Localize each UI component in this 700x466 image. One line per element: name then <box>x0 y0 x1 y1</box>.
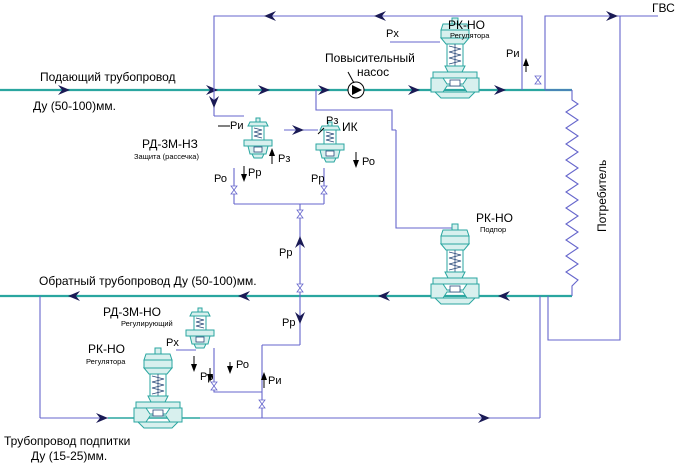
makeup-du-label: Ду (15-25)мм. <box>31 449 107 463</box>
rd-3m-nz-label: РД-3М-НЗ <box>142 137 198 151</box>
booster-pump <box>347 71 365 99</box>
supply-pipeline <box>0 85 572 95</box>
rk-no-mid-label: РК-НО <box>476 211 513 225</box>
rk-no-bottom-label: РК-НО <box>88 342 125 356</box>
px-top-label: Рх <box>386 28 399 40</box>
rd-3m-no-valve <box>185 307 215 349</box>
consumer-loop <box>544 11 658 341</box>
po-bot-label: Ро <box>236 359 249 371</box>
pz-rd-label: Рз <box>278 153 290 165</box>
return-pipeline <box>0 291 572 301</box>
rd-3m-nz-valve <box>243 117 273 159</box>
rk-no-top-sub-label: Регулятора <box>450 31 490 40</box>
pr-rd-label: Рр <box>248 167 261 179</box>
po-rd-label: Ро <box>214 173 227 185</box>
ik-label: ИК <box>342 120 358 134</box>
po-ik-label: Ро <box>362 156 375 168</box>
pi-bot-label: Ри <box>268 375 281 387</box>
ik-valve <box>315 121 345 163</box>
supply-pipe-label: Подающий трубопровод <box>40 70 176 84</box>
rd-3m-nz-sub-label: Защита (рассечка) <box>134 152 199 161</box>
rk-no-bottom-valve <box>133 347 183 429</box>
gvs-label: ГВС <box>652 1 675 15</box>
booster-pump-label-2: насос <box>357 65 389 79</box>
rk-no-top-label: РК-НО <box>448 18 485 32</box>
labels: ГВС Подающий трубопровод Ду (50-100)мм. … <box>4 1 675 463</box>
makeup-pipe-label: Трубопровод подпитки <box>4 434 130 448</box>
pr-mid1-label: Рр <box>279 247 292 259</box>
px-bot-label: Рх <box>166 337 179 349</box>
booster-pump-label-1: Повысительный <box>325 51 415 65</box>
pressure-indicators <box>191 58 529 388</box>
pr-ik-label: Рр <box>311 173 324 185</box>
rk-no-mid-sub-label: Подпор <box>480 225 506 234</box>
rk-no-mid-valve <box>430 223 480 305</box>
supply-du-label: Ду (50-100)мм. <box>33 99 116 113</box>
rd-3m-no-label: РД-3М-НО <box>103 305 161 319</box>
pi-top-label: Ри <box>506 48 519 60</box>
rd-3m-no-sub-label: Регулирующий <box>121 319 173 328</box>
pr-mid2-label: Рр <box>282 317 295 329</box>
consumer-label: Потребитель <box>595 160 609 232</box>
pi-rd-label: Ри <box>230 120 243 132</box>
pr-bot-label: Рр <box>200 371 213 383</box>
pz-ik-label: Рз <box>326 115 338 127</box>
return-pipe-label: Обратный трубопровод Ду (50-100)мм. <box>39 274 257 288</box>
rk-no-bottom-sub-label: Регулятора <box>86 357 126 366</box>
